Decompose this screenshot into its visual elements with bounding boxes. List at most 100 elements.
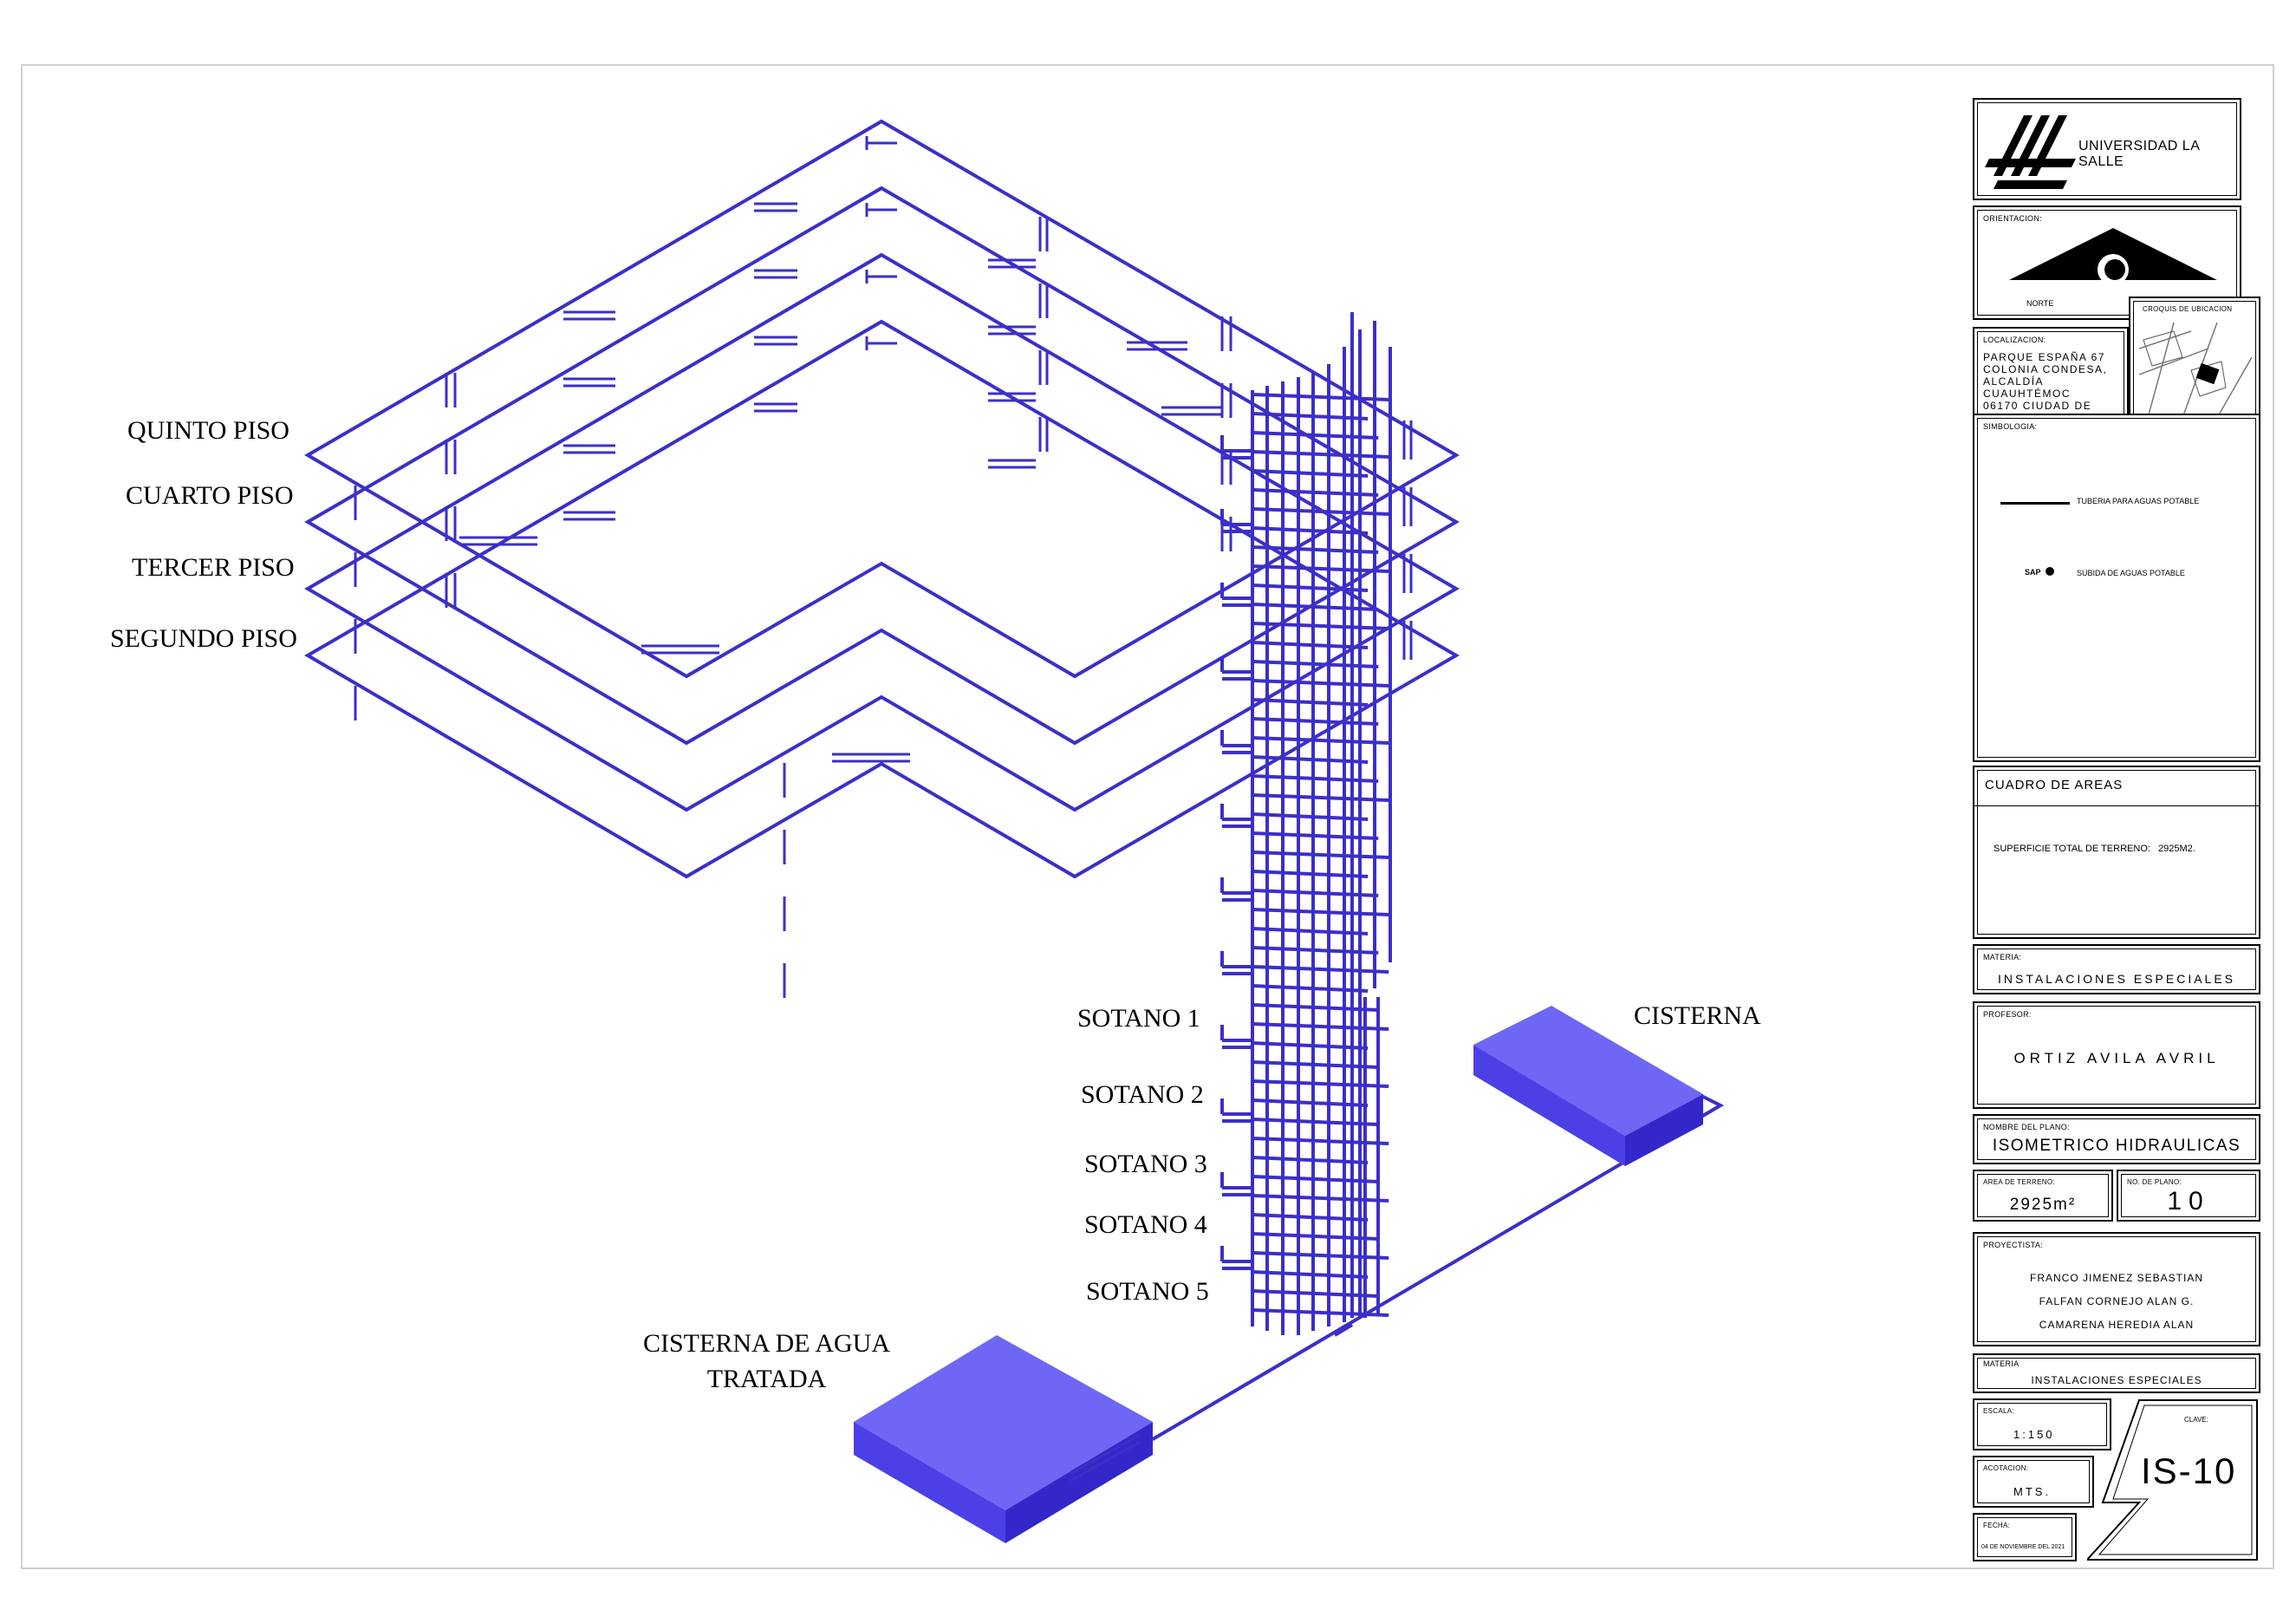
acotacion-caption: ACOTACION: bbox=[1983, 1464, 2029, 1472]
fecha-box: FECHA: 04 DE NOVIEMBRE DEL 2021 bbox=[1973, 1513, 2077, 1561]
level-label-cuarto: CUARTO PISO bbox=[126, 481, 294, 510]
profesor-box: PROFESOR: ORTIZ AVILA AVRIL bbox=[1973, 1001, 2260, 1109]
escala-value: 1:150 bbox=[2013, 1428, 2055, 1441]
drawing-frame bbox=[21, 64, 2274, 1569]
riser-rung bbox=[1252, 1213, 1369, 1222]
riser-rung bbox=[1252, 1003, 1379, 1012]
pipe-symbol-line bbox=[2000, 502, 2070, 505]
areas-box: CUADRO DE AREAS SUPERFICIE TOTAL DE TERR… bbox=[1973, 766, 2260, 939]
sap-symbol-label: SUBIDA DE AGUAS POTABLE bbox=[2077, 569, 2185, 577]
plano-box: NOMBRE DEL PLANO: ISOMETRICO HIDRAULICAS bbox=[1973, 1114, 2260, 1164]
profesor-value: ORTIZ AVILA AVRIL bbox=[2013, 1050, 2220, 1066]
croquis-box: CROQUIS DE UBICACION bbox=[2129, 297, 2260, 427]
riser-stub bbox=[1220, 1098, 1252, 1123]
riser-rung bbox=[1252, 1289, 1379, 1298]
riser-rung bbox=[1252, 412, 1369, 420]
riser-rung bbox=[1252, 507, 1389, 516]
riser-rung bbox=[1252, 1041, 1369, 1050]
riser-rung bbox=[1252, 1079, 1389, 1088]
riser-rung bbox=[1252, 488, 1379, 497]
level-label-tercer: TERCER PISO bbox=[132, 553, 295, 582]
symbology-caption: SIMBOLOGIA: bbox=[1983, 422, 2038, 431]
clave-frame bbox=[2087, 1399, 2258, 1561]
areas-caption: CUADRO DE AREAS bbox=[1985, 778, 2124, 792]
fecha-value: 04 DE NOVIEMBRE DEL 2021 bbox=[1981, 1544, 2065, 1550]
no-plano-caption: No. DE PLANO: bbox=[2127, 1178, 2182, 1186]
riser-bundle bbox=[1251, 312, 1392, 1335]
title-block: UNIVERSIDAD LA SALLE ORIENTACION: NORTE … bbox=[1968, 91, 2262, 1561]
riser-rung bbox=[1252, 431, 1379, 440]
proyectista-name: CAMARENA HEREDIA ALAN bbox=[2039, 1319, 2195, 1331]
riser-rung bbox=[1252, 545, 1379, 554]
riser-rung bbox=[1252, 984, 1369, 993]
location-box: LOCALIZACION: PARQUE ESPAÑA 67 COLONIA C… bbox=[1973, 327, 2129, 427]
area-terreno-box: AREA DE TERRENO: 2925m² bbox=[1973, 1170, 2113, 1222]
riser-rung bbox=[1252, 736, 1389, 745]
riser-rung bbox=[1252, 1232, 1379, 1241]
materia2-box: MATERIA INSTALACIONES ESPECIALES bbox=[1973, 1353, 2260, 1393]
riser-rung bbox=[1252, 1270, 1369, 1279]
riser-rung bbox=[1252, 641, 1369, 649]
area-terreno-caption: AREA DE TERRENO: bbox=[1983, 1178, 2055, 1186]
tratada-label-line2: TRATADA bbox=[706, 1364, 827, 1393]
riser-stub bbox=[1220, 435, 1252, 460]
riser-stub bbox=[1220, 1172, 1252, 1196]
proyectista-name: FRANCO JIMENEZ SEBASTIAN bbox=[2029, 1272, 2204, 1284]
riser-rung bbox=[1252, 393, 1389, 401]
riser-rung bbox=[1252, 717, 1379, 726]
acotacion-box: ACOTACION: MTS. bbox=[1973, 1456, 2094, 1508]
riser-rung bbox=[1252, 450, 1389, 459]
riser-rung bbox=[1252, 946, 1379, 955]
riser-rung bbox=[1252, 583, 1369, 592]
acotacion-value: MTS. bbox=[2013, 1485, 2052, 1498]
riser-rung bbox=[1252, 1118, 1379, 1126]
riser-rung bbox=[1252, 1175, 1379, 1183]
riser-rung bbox=[1252, 870, 1369, 878]
riser-rung bbox=[1252, 1194, 1389, 1203]
university-name: UNIVERSIDAD LA SALLE bbox=[2078, 139, 2200, 169]
tratada-tank bbox=[854, 1335, 1153, 1543]
riser-rung bbox=[1252, 889, 1379, 897]
riser-stub bbox=[1220, 804, 1252, 828]
riser-rung bbox=[1252, 660, 1379, 668]
riser-rung bbox=[1252, 908, 1389, 916]
orientation-caption: ORIENTACION: bbox=[1983, 214, 2042, 223]
profesor-caption: PROFESOR: bbox=[1983, 1010, 2032, 1019]
riser-stub bbox=[1220, 877, 1252, 902]
fecha-caption: FECHA: bbox=[1983, 1522, 2011, 1529]
riser-stub bbox=[1220, 509, 1252, 533]
escala-caption: ESCALA: bbox=[1983, 1407, 2014, 1415]
areas-header: CUADRO DE AREAS bbox=[1974, 767, 2259, 806]
university-box: UNIVERSIDAD LA SALLE bbox=[1973, 98, 2241, 200]
areas-row-value: 2925M2. bbox=[2158, 844, 2195, 854]
riser-rung bbox=[1252, 1156, 1369, 1164]
areas-row-label: SUPERFICIE TOTAL DE TERRENO: bbox=[1994, 844, 2150, 854]
riser-rung bbox=[1252, 1098, 1369, 1107]
croquis-caption: CROQUIS DE UBICACION bbox=[2143, 305, 2233, 313]
address-line: COLONIA CONDESA, bbox=[1983, 363, 2108, 375]
riser-rung bbox=[1252, 755, 1369, 764]
cisterna-label: CISTERNA bbox=[1634, 1001, 1761, 1030]
proyectista-box: PROYECTISTA: FRANCO JIMENEZ SEBASTIAN FA… bbox=[1973, 1232, 2260, 1346]
escala-box: ESCALA: 1:150 bbox=[1973, 1398, 2111, 1450]
no-plano-value: 10 bbox=[2167, 1187, 2210, 1216]
level-label-quinto: QUINTO PISO bbox=[127, 416, 289, 445]
riser-rung bbox=[1252, 851, 1389, 859]
materia2-value: INSTALACIONES ESPECIALES bbox=[2031, 1374, 2202, 1386]
riser-rung bbox=[1252, 603, 1379, 611]
riser-stubs bbox=[1220, 435, 1252, 1270]
riser-stub bbox=[1220, 656, 1252, 681]
riser-rung bbox=[1252, 774, 1379, 783]
address-line: ALCALDÍA CUAUHTÉMOC bbox=[1983, 375, 2071, 400]
riser-rung bbox=[1252, 812, 1369, 821]
location-map-icon bbox=[2139, 323, 2252, 418]
north-label: NORTE bbox=[2026, 299, 2054, 308]
materia2-caption: MATERIA bbox=[1983, 1359, 2020, 1368]
university-logo-icon bbox=[1985, 115, 2076, 189]
proyectista-list: FRANCO JIMENEZ SEBASTIAN FALFAN CORNEJO … bbox=[1974, 1267, 2259, 1337]
riser-rung bbox=[1252, 1060, 1379, 1069]
riser-stub bbox=[1220, 583, 1252, 607]
riser-rung bbox=[1252, 1137, 1389, 1145]
level-label-sotano-2: SOTANO 2 bbox=[1081, 1080, 1204, 1109]
